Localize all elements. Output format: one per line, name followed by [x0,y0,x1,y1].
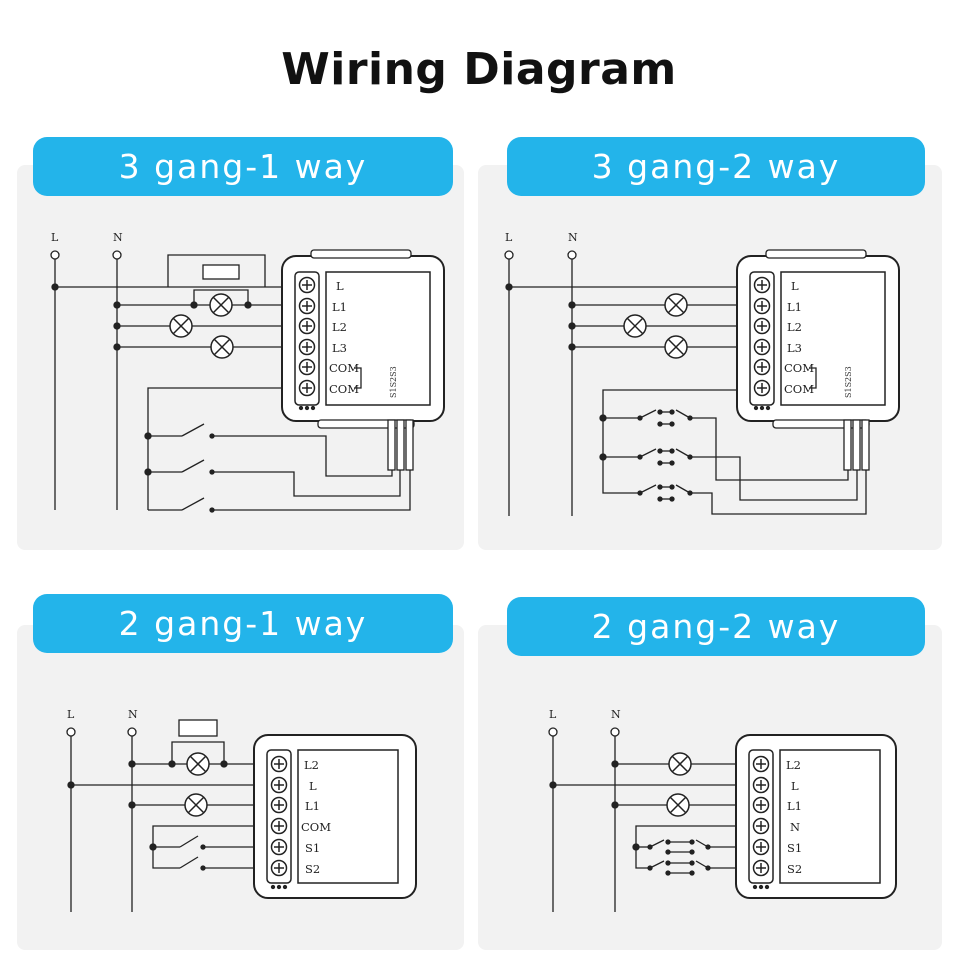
terminal-label: L [791,279,799,293]
terminal-label: S2 [305,862,320,876]
diagram-3gang-1way: L N [50,231,445,513]
terminal-label: L2 [787,320,802,334]
header-3gang-2way: 3 gang-2 way [507,137,925,196]
terminal-label: COM [301,820,331,834]
module-mark: S1S2S3 [389,366,398,398]
terminal-label: S2 [787,862,802,876]
terminal-label: L1 [305,799,320,813]
supply-label-l: L [505,231,513,244]
terminal-label: S1 [787,841,802,855]
terminal-label: L2 [786,758,801,772]
supply-label-n: N [128,708,138,721]
supply-label-l: L [51,231,59,244]
supply-label-l: L [67,708,75,721]
terminal-label: COM [784,361,814,375]
header-2gang-2way: 2 gang-2 way [507,597,925,656]
supply-label-n: N [611,708,621,721]
diagram-3gang-2way: L N [504,231,900,516]
terminal-label: L1 [787,300,802,314]
terminal-label: L3 [332,341,347,355]
terminal-label: S1 [305,841,320,855]
terminal-label: L1 [787,799,802,813]
terminal-label: N [790,820,800,834]
terminal-label: L3 [787,341,802,355]
supply-label-l: L [549,708,557,721]
diagram-2gang-2way: L N [548,708,897,912]
header-2gang-1way: 2 gang-1 way [33,594,453,653]
supply-label-n: N [568,231,578,244]
terminal-label: COM [329,382,359,396]
diagram-2gang-1way: L N [66,708,417,912]
terminal-label: L [336,279,344,293]
page-title: Wiring Diagram [281,44,677,95]
terminal-label: L2 [332,320,347,334]
terminal-label: COM [329,361,359,375]
terminal-label: L [791,779,799,793]
terminal-label: COM [784,382,814,396]
terminal-label: L2 [304,758,319,772]
module-mark: S1S2S3 [844,366,853,398]
terminal-label: L [309,779,317,793]
header-3gang-1way: 3 gang-1 way [33,137,453,196]
terminal-label: L1 [332,300,347,314]
supply-label-n: N [113,231,123,244]
